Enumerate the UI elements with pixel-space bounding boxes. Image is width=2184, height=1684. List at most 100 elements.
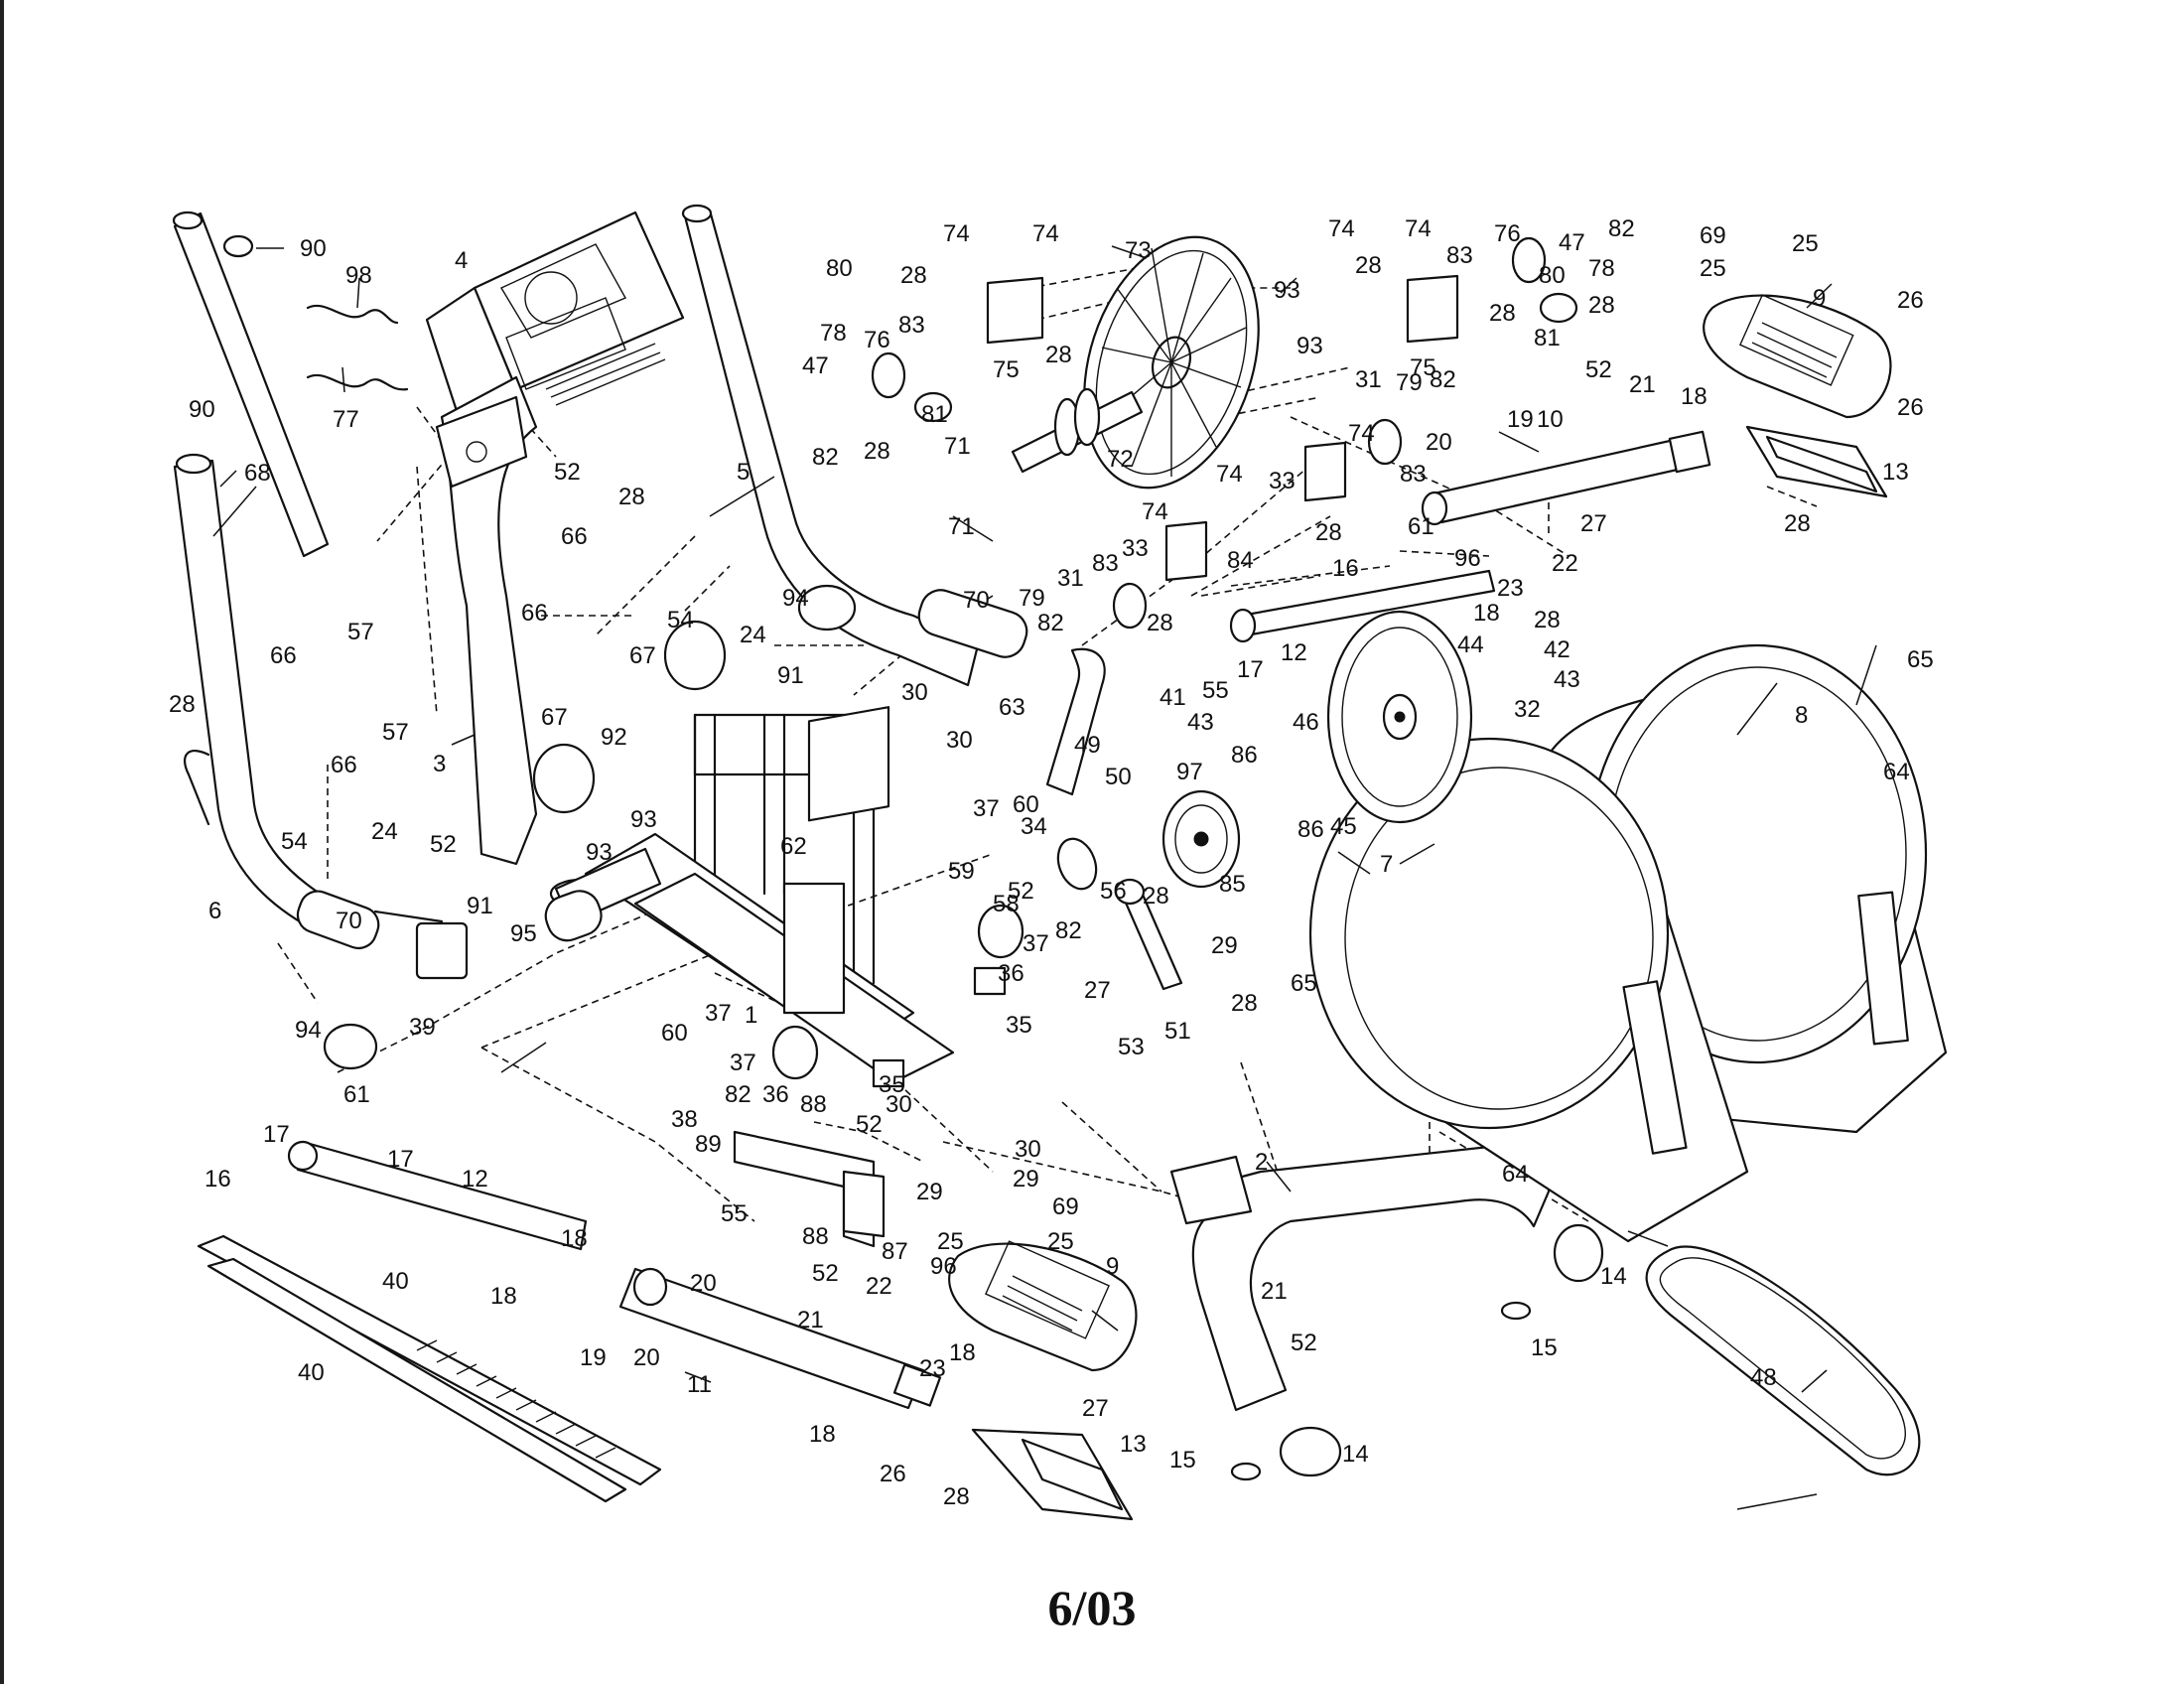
label-28j: 28 (1489, 300, 1516, 327)
label-93c: 93 (1274, 277, 1300, 304)
label-53: 53 (1118, 1034, 1145, 1060)
label-62: 62 (780, 833, 807, 860)
label-35b: 35 (1006, 1012, 1032, 1039)
part-12-left-crank-link (287, 1140, 588, 1251)
label-94a: 94 (782, 585, 809, 612)
label-82e: 82 (1608, 215, 1635, 242)
label-71b: 71 (948, 513, 975, 540)
part-87-bracket-plate (733, 1130, 886, 1248)
label-81a: 81 (921, 401, 948, 428)
label-6: 6 (208, 898, 221, 924)
label-65a: 65 (1291, 970, 1317, 997)
label-23b: 23 (1497, 575, 1524, 602)
part-14-leveler-caps (1279, 1223, 1604, 1477)
label-27b: 27 (1580, 510, 1607, 537)
label-78a: 78 (820, 320, 847, 347)
label-29a: 29 (916, 1179, 943, 1205)
label-25c: 25 (1700, 255, 1726, 282)
label-59: 59 (948, 858, 975, 885)
label-33b: 33 (1269, 468, 1296, 494)
label-46: 46 (1293, 709, 1319, 736)
label-25a: 25 (937, 1228, 964, 1255)
label-80a: 80 (826, 255, 853, 282)
label-1: 1 (745, 1002, 757, 1029)
label-20a: 20 (633, 1344, 660, 1371)
label-33a: 33 (1122, 535, 1149, 562)
label-20b: 20 (690, 1270, 717, 1297)
part-85-idler-pulley (1161, 789, 1241, 889)
label-96b: 96 (1454, 545, 1481, 572)
label-91a: 91 (777, 662, 804, 689)
label-74c: 74 (1142, 498, 1168, 525)
part-46-flywheel (1326, 610, 1473, 824)
label-88a: 88 (800, 1091, 827, 1118)
label-52f: 52 (1008, 878, 1034, 905)
part-36-pulleys (771, 904, 1024, 1080)
part-10-right-pedal-arm (1421, 430, 1711, 526)
label-2: 2 (1255, 1149, 1268, 1176)
label-76a: 76 (864, 327, 890, 353)
label-29c: 29 (1211, 932, 1238, 959)
label-28f: 28 (1045, 342, 1072, 368)
label-37a: 37 (705, 1000, 732, 1027)
label-9a: 9 (1106, 1253, 1119, 1280)
label-10: 10 (1537, 406, 1564, 433)
label-14b: 14 (1342, 1441, 1369, 1468)
label-41: 41 (1160, 684, 1186, 711)
leader-lines (212, 245, 1877, 1510)
label-80b: 80 (1539, 262, 1566, 289)
label-52b: 52 (430, 831, 457, 858)
label-22a: 22 (866, 1273, 892, 1300)
label-57b: 57 (382, 719, 409, 746)
label-37b: 37 (730, 1050, 756, 1076)
part-15-feet (1230, 1301, 1532, 1481)
label-96a: 96 (930, 1253, 957, 1280)
label-69a: 69 (1052, 1193, 1079, 1220)
label-77: 77 (333, 406, 359, 433)
label-18f: 18 (1473, 600, 1500, 627)
label-82c: 82 (1037, 610, 1064, 636)
part-number-labels: 90 90 98 77 4 68 52 28 66 66 66 66 57 57… (169, 215, 1934, 1510)
label-61b: 61 (1408, 513, 1434, 540)
label-18a: 18 (561, 1225, 588, 1252)
label-83d: 83 (1446, 242, 1473, 269)
label-82b: 82 (812, 444, 839, 471)
label-74g: 74 (1405, 215, 1432, 242)
label-82a: 82 (725, 1081, 751, 1108)
part-67-wheels (532, 620, 727, 814)
part-56-cable (1056, 837, 1098, 891)
label-31a: 31 (1057, 565, 1084, 592)
label-79b: 79 (1396, 369, 1423, 396)
label-28c: 28 (943, 1483, 970, 1510)
label-55b: 55 (1202, 677, 1229, 704)
label-35a: 35 (879, 1071, 905, 1098)
part-76-bearings (871, 236, 1547, 630)
label-30d: 30 (946, 727, 973, 754)
label-18d: 18 (949, 1339, 976, 1366)
label-26b: 26 (1897, 287, 1924, 314)
label-88b: 88 (802, 1223, 829, 1250)
label-20c: 20 (1426, 429, 1452, 456)
label-50: 50 (1105, 764, 1132, 790)
label-30b: 30 (1015, 1136, 1041, 1163)
label-7: 7 (1380, 851, 1393, 878)
label-21b: 21 (1629, 371, 1656, 398)
label-28d: 28 (900, 262, 927, 289)
label-44: 44 (1457, 632, 1484, 658)
label-36b: 36 (998, 960, 1024, 987)
label-90a: 90 (300, 235, 327, 262)
label-15a: 15 (1531, 1334, 1558, 1361)
label-28g: 28 (1147, 610, 1173, 636)
part-90-end-cap (222, 234, 254, 258)
label-4: 4 (455, 247, 468, 274)
label-83c: 83 (1400, 461, 1427, 488)
label-93b: 93 (586, 839, 613, 866)
label-57a: 57 (347, 619, 374, 645)
label-98: 98 (345, 262, 372, 289)
part-68-left-upper-arm (172, 210, 330, 558)
label-28m: 28 (1534, 607, 1561, 633)
label-30c: 30 (901, 679, 928, 706)
label-89: 89 (695, 1131, 722, 1158)
label-13b: 13 (1882, 459, 1909, 486)
